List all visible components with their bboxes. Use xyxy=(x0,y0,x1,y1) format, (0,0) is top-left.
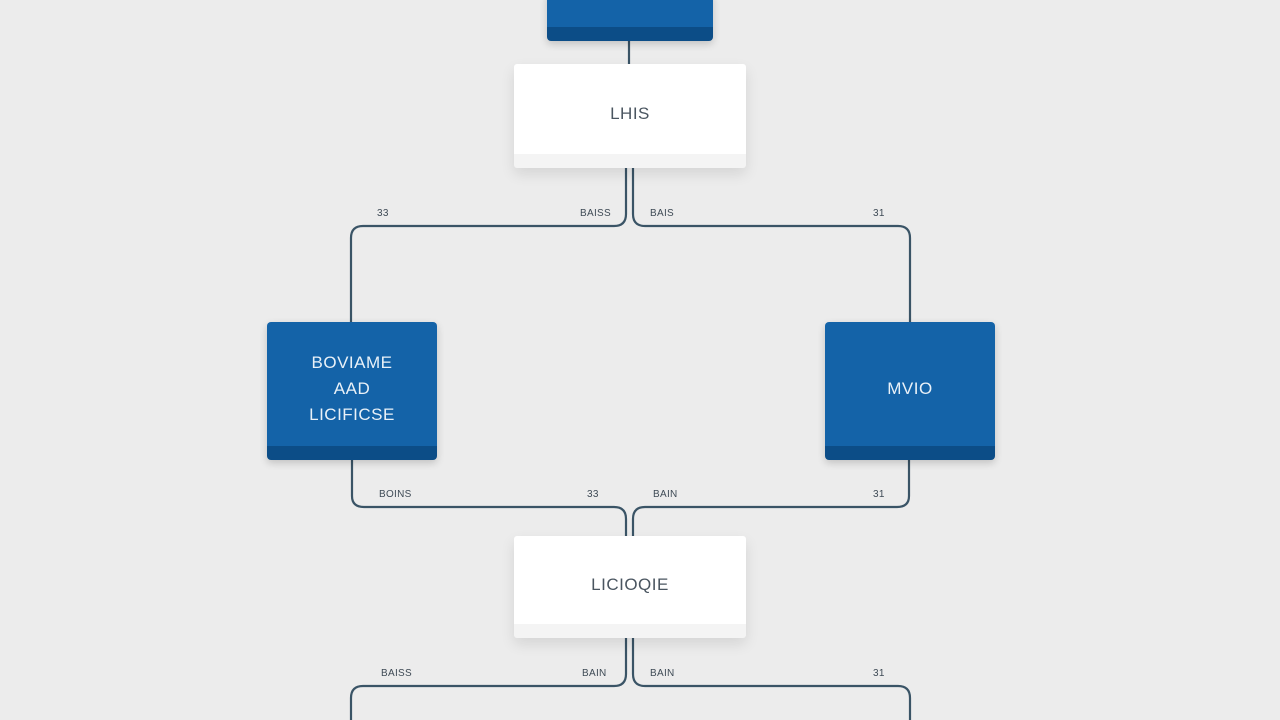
edge-label: 31 xyxy=(873,489,885,500)
edge-label: BAIN xyxy=(650,668,675,679)
edge-label: 31 xyxy=(873,668,885,679)
connector-right-to-bottom xyxy=(631,460,911,536)
connector-bottom-to-lower-right xyxy=(631,638,912,720)
edge-label: 33 xyxy=(587,489,599,500)
connector-lhis-to-left xyxy=(349,168,628,322)
edge-label: BAISS xyxy=(580,208,611,219)
edge-label: BAISS xyxy=(381,668,412,679)
edge-label: 31 xyxy=(873,208,885,219)
right-node-label: MVIO xyxy=(887,379,933,398)
edge-label: BOINS xyxy=(379,489,412,500)
bottom-node-label: LICIOQIE xyxy=(591,575,669,594)
edge-label: 33 xyxy=(377,208,389,219)
left-node[interactable]: BOVIAME AAD LICIFICSE xyxy=(267,322,437,460)
connector-left-to-bottom xyxy=(350,460,628,536)
top-node[interactable] xyxy=(547,0,713,41)
edge-label: BAIN xyxy=(653,489,678,500)
edge-label: BAIN xyxy=(582,668,607,679)
connector-bottom-to-lower-left xyxy=(349,638,628,720)
right-node[interactable]: MVIO xyxy=(825,322,995,460)
lhis-node[interactable]: LHIS xyxy=(514,64,746,168)
left-node-label: BOVIAME AAD LICIFICSE xyxy=(309,353,395,424)
edge-label: BAIS xyxy=(650,208,674,219)
connector-lhis-to-right xyxy=(631,168,912,322)
lhis-node-label: LHIS xyxy=(610,104,650,123)
bottom-node[interactable]: LICIOQIE xyxy=(514,536,746,638)
